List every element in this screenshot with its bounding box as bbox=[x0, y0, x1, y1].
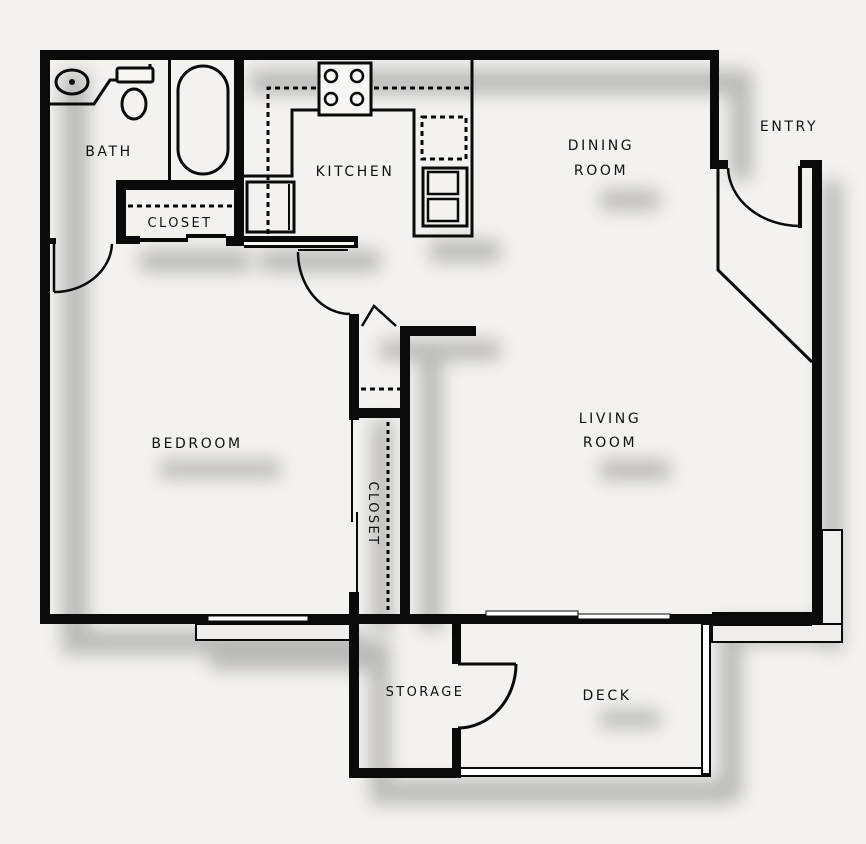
living-room-side-window bbox=[711, 526, 843, 643]
entry-door bbox=[726, 166, 802, 228]
toilet-tank-icon bbox=[115, 66, 155, 84]
double-sink-icon bbox=[421, 166, 469, 228]
kitchen-area bbox=[244, 60, 474, 248]
entry-closet-wall bbox=[716, 168, 814, 364]
toilet-bowl-icon bbox=[120, 87, 148, 121]
room-label-kitchen: KITCHEN bbox=[315, 164, 395, 180]
room-label-entry: ENTRY bbox=[759, 119, 819, 135]
room-label-closet-top: CLOSET bbox=[147, 216, 213, 231]
storage-and-deck bbox=[349, 610, 711, 778]
room-label-storage: STORAGE bbox=[385, 685, 465, 700]
room-label-living-line1: LIVING bbox=[578, 411, 642, 427]
hallway-and-closets bbox=[296, 249, 476, 618]
room-label-living-line2: ROOM bbox=[582, 435, 638, 451]
room-label-deck: DECK bbox=[582, 688, 632, 704]
bathtub-icon bbox=[176, 64, 230, 176]
room-label-dining-line1: DINING bbox=[567, 138, 635, 154]
room-label-bath: BATH bbox=[85, 144, 133, 160]
room-label-dining-line2: ROOM bbox=[573, 163, 629, 179]
refrigerator-icon bbox=[245, 180, 296, 234]
bedroom-window bbox=[195, 615, 353, 641]
room-label-closet-side: CLOSET bbox=[365, 481, 380, 547]
sink-icon bbox=[54, 68, 90, 96]
dishwasher-icon bbox=[420, 115, 468, 161]
room-label-bedroom: BEDROOM bbox=[151, 436, 243, 452]
